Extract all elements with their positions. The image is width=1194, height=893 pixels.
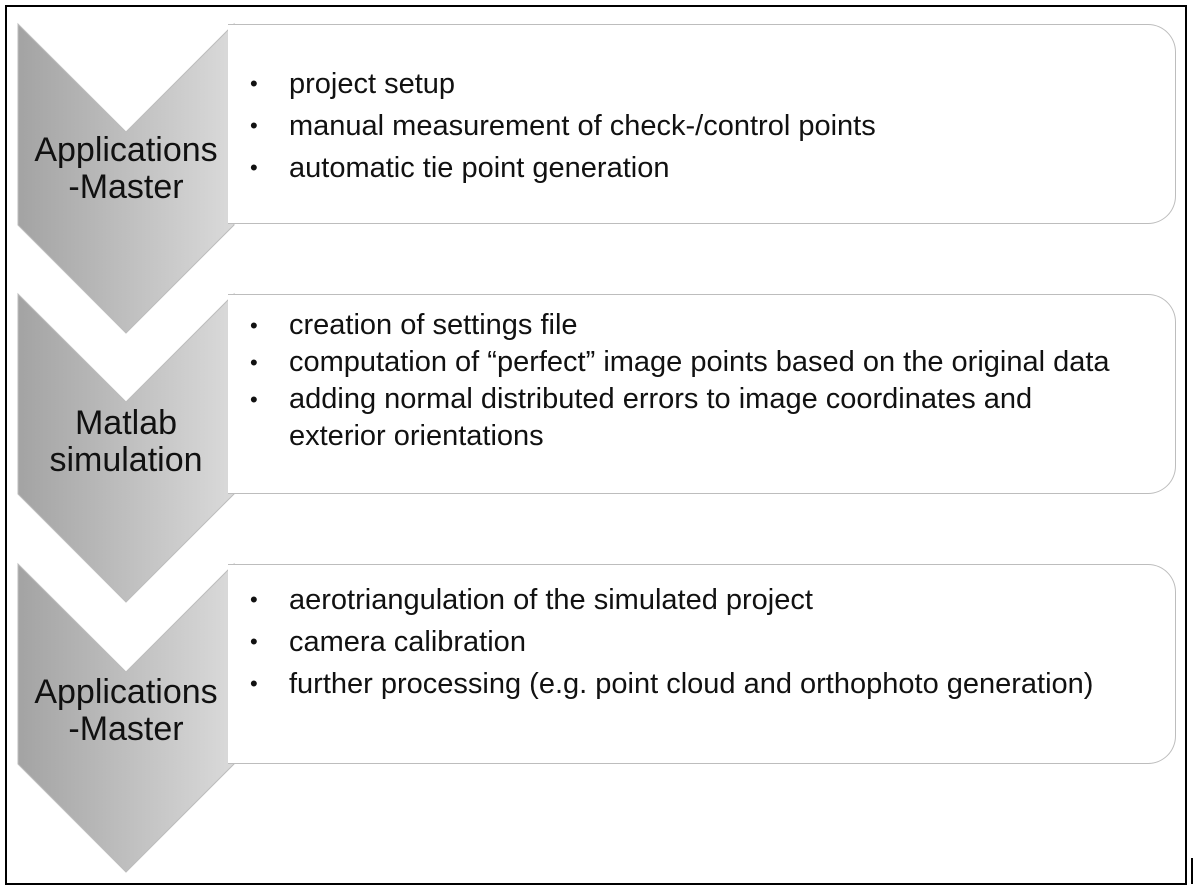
stage-label-line2: -Master: [68, 710, 184, 748]
stage-label: Applications -Master: [18, 132, 234, 206]
stage-label-line2: simulation: [49, 441, 203, 479]
edge-mark: [1191, 858, 1193, 884]
stage-box: aerotriangulation of the simulated proje…: [228, 564, 1176, 764]
stage-label-line1: Matlab: [74, 404, 178, 442]
task-item: project setup: [248, 63, 1135, 105]
task-item: further processing (e.g. point cloud and…: [248, 663, 1135, 705]
task-list: aerotriangulation of the simulated proje…: [248, 579, 1135, 705]
stage-box: creation of settings file computation of…: [228, 294, 1176, 494]
task-item: manual measurement of check-/control poi…: [248, 105, 1135, 147]
stage-label: Matlab simulation: [18, 405, 234, 479]
chevron-arrow-2: [17, 292, 235, 603]
task-item: computation of “perfect” image points ba…: [248, 344, 1135, 381]
task-list: project setup manual measurement of chec…: [248, 63, 1135, 189]
task-item: camera calibration: [248, 621, 1135, 663]
stage-label-line1: Applications: [34, 673, 218, 711]
task-item: creation of settings file: [248, 307, 1135, 344]
stage-label-line2: -Master: [68, 168, 184, 206]
stage-label-line1: Applications: [34, 131, 218, 169]
stage-box: project setup manual measurement of chec…: [228, 24, 1176, 224]
chevron-arrow-3: [17, 562, 235, 873]
stage-label: Applications -Master: [18, 674, 234, 748]
task-list: creation of settings file computation of…: [248, 307, 1135, 455]
task-item: adding normal distributed errors to imag…: [248, 381, 1135, 455]
task-item: automatic tie point generation: [248, 147, 1135, 189]
chevron-arrow-1: [17, 22, 235, 334]
task-item: aerotriangulation of the simulated proje…: [248, 579, 1135, 621]
